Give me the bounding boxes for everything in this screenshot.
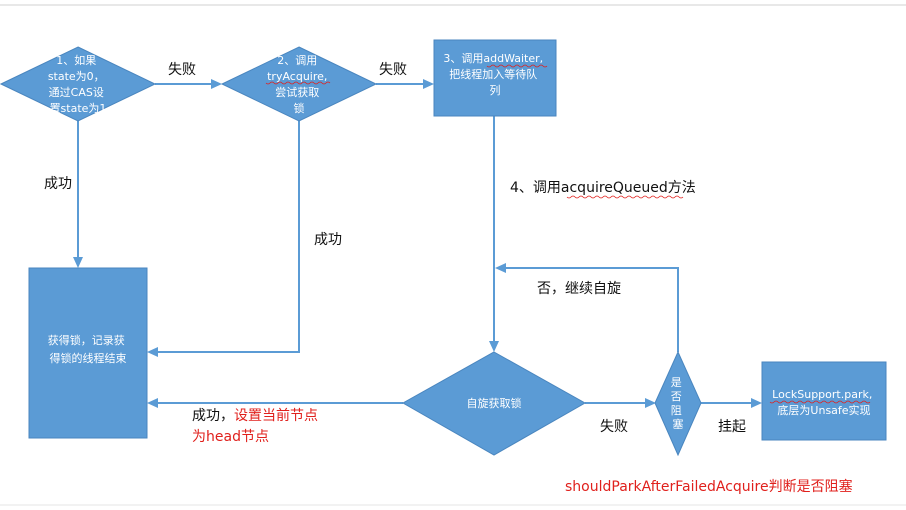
success-line-2: 得锁的线程结束 — [50, 351, 127, 365]
b3-line-2: 把线程加入等待队 — [449, 67, 537, 81]
arrow-block-park — [751, 398, 762, 408]
step4-spell-underline — [566, 195, 684, 199]
block-char-1: 是 — [671, 376, 682, 389]
decision-d1: 1、如果 state为0， 通过CAS设 置state为1 — [0, 46, 157, 122]
spin-label: 自旋获取锁 — [467, 396, 522, 410]
arrow-d2-b3 — [423, 79, 434, 89]
label-fail-3: 失败 — [600, 419, 628, 435]
b3-line-1: 3、调用addWaiter, — [443, 52, 543, 65]
svg-text:2、调用 tryAcquire, 尝: 2、调用 tryAcquire, 尝试获取 锁 — [267, 54, 331, 115]
process-park: LockSupport.park, 底层为Unsafe实现 — [761, 361, 887, 441]
b3-spell-underline — [486, 64, 548, 68]
arrow-d2-success — [147, 347, 158, 357]
edge-loop-back — [505, 267, 679, 352]
d2-line-4: 锁 — [294, 101, 305, 115]
decision-block: 是 否 阻 塞 — [654, 350, 702, 457]
svg-text:是 否 阻 塞: 是 否 阻 塞 — [671, 376, 686, 431]
label-success-2: 成功 — [314, 232, 342, 248]
label-success-3-black: 成功， — [192, 408, 234, 424]
connectors — [73, 79, 762, 408]
label-step-4: 4、调用acquireQueued方法 — [510, 180, 696, 196]
svg-text:3、调用addWaiter, 把线程加入等待队: 3、调用addWaiter, 把线程加入等待队 列 — [443, 52, 546, 97]
b3-line-3: 列 — [490, 83, 501, 97]
d2-line-1: 2、调用 — [277, 54, 317, 67]
label-fail-2: 失败 — [379, 62, 407, 78]
arrow-d1-success — [73, 257, 83, 268]
label-success-3: 成功，设置当前节点 — [192, 407, 318, 424]
label-no-continue: 否，继续自旋 — [537, 280, 621, 297]
success-line-1: 获得锁，记录获 — [48, 333, 125, 347]
label-success-1: 成功 — [44, 176, 72, 192]
edge-d2-success — [157, 121, 300, 353]
spin-shape — [401, 351, 587, 456]
d2-spell-underline — [265, 81, 331, 85]
block-char-4: 塞 — [673, 417, 684, 431]
decision-d1-shape — [0, 46, 157, 122]
d1-line-3: 通过CAS设 — [49, 86, 104, 99]
arrow-spin-block — [645, 398, 656, 408]
d1-line-2: state为0， — [48, 70, 105, 83]
arrow-loop-back — [495, 263, 506, 273]
block-char-2: 否 — [671, 390, 682, 403]
process-success: 获得锁，记录获 得锁的线程结束 — [28, 267, 148, 439]
arrow-d1-d2 — [211, 79, 222, 89]
d1-line-1: 1、如果 — [56, 53, 96, 67]
footer-note: shouldParkAfterFailedAcquire判断是否阻塞 — [565, 478, 853, 495]
label-fail-1: 失败 — [168, 62, 196, 78]
add-waiter-box — [433, 39, 557, 117]
process-add-waiter: 3、调用addWaiter, 把线程加入等待队 列 — [433, 39, 557, 117]
label-success-3-red: 设置当前节点 — [234, 407, 318, 424]
block-char-3: 阻 — [671, 404, 682, 417]
park-spell-underline — [769, 400, 871, 404]
svg-text:1、如果 state为0， 通过CA: 1、如果 state为0， 通过CAS设 置state为1 — [48, 53, 108, 115]
d2-line-2: tryAcquire, — [267, 70, 327, 83]
d1-line-4: 置state为1 — [50, 102, 107, 115]
d2-line-3: 尝试获取 — [275, 86, 319, 99]
arrow-b3-spin — [489, 341, 499, 352]
park-line-1: LockSupport.park, — [772, 388, 872, 401]
block-shape — [654, 350, 702, 457]
label-success-3-red-line2: 为head节点 — [192, 429, 269, 445]
svg-text:LockSupport.park, 底层为Uns: LockSupport.park, 底层为Unsafe实现 — [772, 388, 876, 417]
decision-d2: 2、调用 tryAcquire, 尝试获取 锁 — [220, 46, 378, 122]
decision-spin: 自旋获取锁 — [401, 351, 587, 456]
success-box — [28, 267, 148, 439]
park-line-2: 底层为Unsafe实现 — [777, 403, 870, 417]
svg-text:获得锁，记录获 得锁的线程结束: 获得锁，记录获 得锁的线程结束 — [48, 333, 129, 365]
arrow-spin-success — [147, 398, 158, 408]
label-suspend: 挂起 — [718, 419, 746, 435]
